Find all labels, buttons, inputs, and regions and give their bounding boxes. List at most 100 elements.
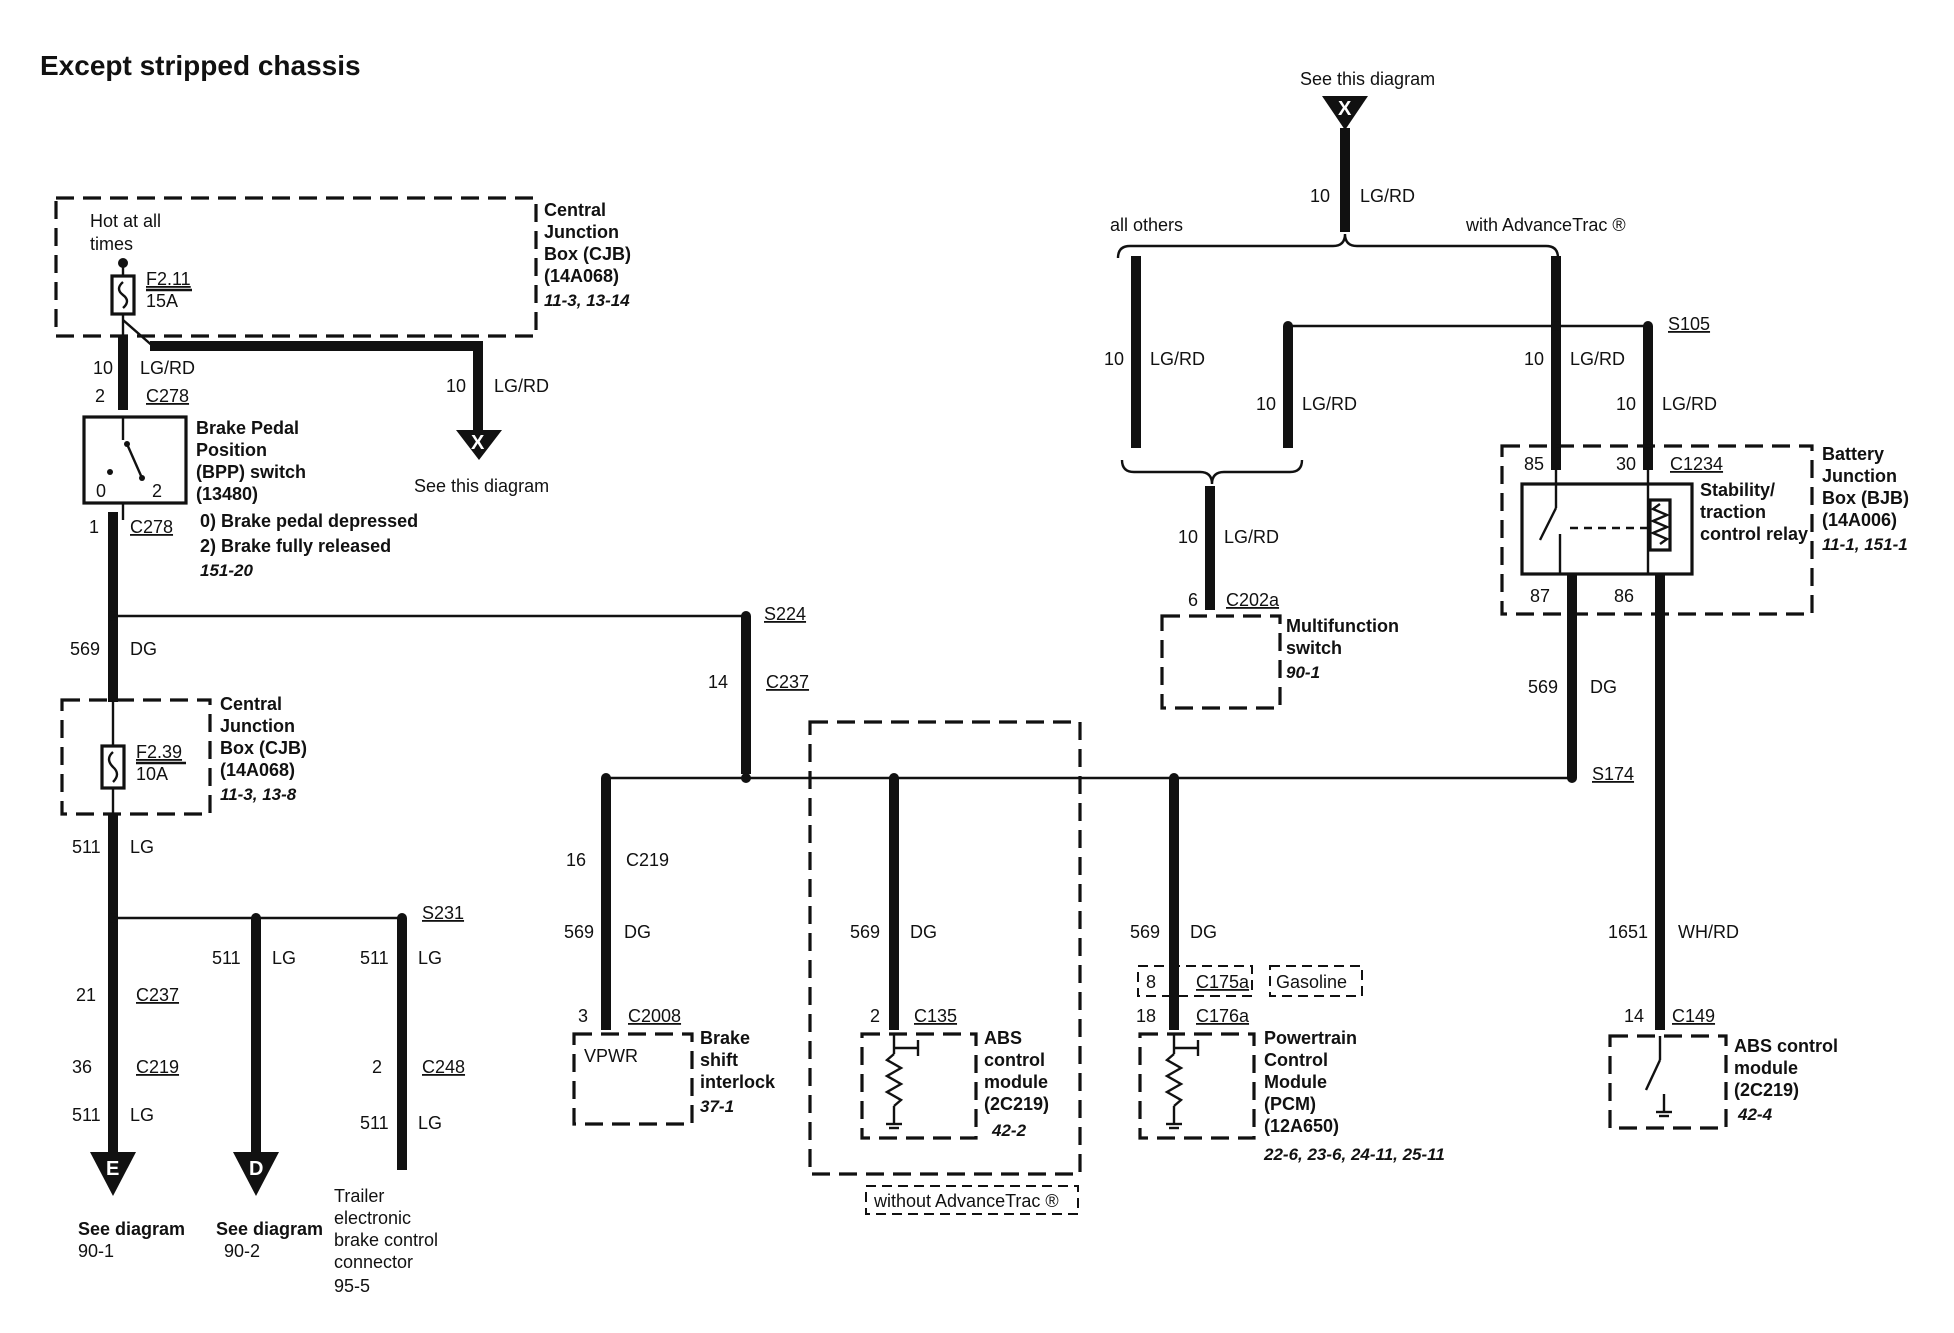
- bjb-w2-color: LG/RD: [1662, 394, 1717, 414]
- abs1-resistor-icon: [884, 1053, 904, 1107]
- pcm-name-2: Control: [1264, 1050, 1328, 1070]
- branch-e-pin2: 36: [72, 1057, 92, 1077]
- shift-term: VPWR: [584, 1046, 638, 1066]
- tag-gasoline-label: Gasoline: [1276, 972, 1347, 992]
- diagram-title: Except stripped chassis: [40, 50, 361, 81]
- abs2-pin: 14: [1624, 1006, 1644, 1026]
- bjb-name-4: (14A006): [1822, 510, 1897, 530]
- branch-e-caption-1: See diagram: [78, 1219, 185, 1239]
- x-left-letter: X: [471, 432, 485, 454]
- bjb-w2-gauge: 10: [1616, 394, 1636, 414]
- w-cjb-bpp-color: LG/RD: [140, 358, 195, 378]
- cjb2-name-3: Box (CJB): [220, 738, 307, 758]
- branch-trailer-caption-4: connector: [334, 1252, 413, 1272]
- fuse-f211-amp: 15A: [146, 291, 178, 311]
- splice-s224: S224: [764, 604, 806, 624]
- shift-pin: 3: [578, 1006, 588, 1026]
- cjb1-name-1: Central: [544, 200, 606, 220]
- splice-s231: S231: [422, 903, 464, 923]
- bpp-note0: 0) Brake pedal depressed: [200, 511, 418, 531]
- abs1-name-2: control: [984, 1050, 1045, 1070]
- pcm-name-5: (12A650): [1264, 1116, 1339, 1136]
- abs2-name-2: module: [1734, 1058, 1798, 1078]
- x-top-connector-icon: [1322, 96, 1368, 130]
- branch-trailer-caption-5: 95-5: [334, 1276, 370, 1296]
- branch-e-conn1: C237: [136, 985, 179, 1005]
- branch-trailer-gauge-top: 511: [360, 948, 389, 968]
- fuse-f239-element-icon: [107, 751, 119, 783]
- relay-coil-icon: [1649, 503, 1671, 545]
- pcm-pin2: 18: [1136, 1006, 1156, 1026]
- bjb-ref: 11-1, 151-1: [1822, 535, 1908, 554]
- pcm-resistor-icon: [1164, 1053, 1184, 1107]
- bjb-p86: 86: [1614, 586, 1634, 606]
- c237-mid-conn: C237: [766, 672, 809, 692]
- x-top-gauge: 10: [1310, 186, 1330, 206]
- fuse-f239-amp: 10A: [136, 764, 168, 784]
- bpp-pin-top: 2: [95, 386, 105, 406]
- abs1-box: [860, 1032, 978, 1140]
- branch-d-color: LG: [272, 948, 296, 968]
- cjb2-name-2: Junction: [220, 716, 295, 736]
- x-left-connector-icon: [456, 430, 502, 460]
- branch-d-gauge: 511: [212, 948, 241, 968]
- x-left-caption: See this diagram: [414, 476, 549, 496]
- w569a-color: DG: [130, 639, 157, 659]
- tag-without-advancetrac: [865, 1185, 1079, 1215]
- tag-gasoline: [1269, 965, 1363, 997]
- cjb2-box: [60, 698, 212, 816]
- abs1-pin: 2: [870, 1006, 880, 1026]
- shift-color: DG: [624, 922, 651, 942]
- splice-s174: S174: [1592, 764, 1634, 784]
- c237-mid-pin: 14: [708, 672, 728, 692]
- option-brace-mid: [1120, 459, 1304, 485]
- mfs-box: [1160, 614, 1282, 710]
- abs2-name-3: (2C219): [1734, 1080, 1799, 1100]
- abs1-name-3: module: [984, 1072, 1048, 1092]
- pcm-box: [1138, 1032, 1256, 1140]
- relay-name-3: control relay: [1700, 524, 1808, 544]
- pcm-gauge: 569: [1130, 922, 1160, 942]
- w1651-gauge: 1651: [1608, 922, 1648, 942]
- branch-trailer-gauge-bot: 511: [360, 1113, 389, 1133]
- option-with-advancetrac: with AdvanceTrac ®: [1465, 215, 1626, 235]
- shift-pin-top: 16: [566, 850, 586, 870]
- branch-trailer-color-top: LG: [418, 948, 442, 968]
- bpp-pos2: 2: [152, 481, 162, 501]
- mfs-w2-color: LG/RD: [1302, 394, 1357, 414]
- bpp-name-3: (BPP) switch: [196, 462, 306, 482]
- w569b-gauge: 569: [1528, 677, 1558, 697]
- w1651-color: WH/RD: [1678, 922, 1739, 942]
- wire-10-lgrd-to-x: [150, 341, 483, 432]
- cjb2-ref: 11-3, 13-8: [220, 785, 297, 804]
- abs2-ref: 42-4: [1737, 1105, 1773, 1124]
- bjb-p30: 30: [1616, 454, 1636, 474]
- mfs-name-2: switch: [1286, 638, 1342, 658]
- connector-e-icon: [90, 1152, 136, 1196]
- w-cjb-bpp-gauge: 10: [93, 358, 113, 378]
- branch-trailer-color-bot: LG: [418, 1113, 442, 1133]
- bjb-w1-color: LG/RD: [1570, 349, 1625, 369]
- bpp-pin-bot: 1: [89, 517, 99, 537]
- branch-e-gauge: 511: [72, 1105, 101, 1125]
- x-top-letter: X: [1338, 98, 1352, 120]
- cjb1-ref: 11-3, 13-14: [544, 291, 630, 310]
- cjb1-name-4: (14A068): [544, 266, 619, 286]
- shift-conn: C2008: [628, 1006, 681, 1026]
- branch-trailer-caption-3: brake control: [334, 1230, 438, 1250]
- shift-name-1: Brake: [700, 1028, 750, 1048]
- shift-name-3: interlock: [700, 1072, 776, 1092]
- mfs-w2-gauge: 10: [1256, 394, 1276, 414]
- x-top-color: LG/RD: [1360, 186, 1415, 206]
- bpp-name-2: Position: [196, 440, 267, 460]
- relay-switch-icon: [1538, 507, 1558, 541]
- bpp-conn-top: C278: [146, 386, 189, 406]
- option-all-others: all others: [1110, 215, 1183, 235]
- pcm-conn2: C176a: [1196, 1006, 1250, 1026]
- without-advancetrac-region: [808, 720, 1082, 1176]
- relay-name-2: traction: [1700, 502, 1766, 522]
- branch-e-caption-2: 90-1: [78, 1241, 114, 1261]
- connector-e-letter: E: [106, 1158, 119, 1180]
